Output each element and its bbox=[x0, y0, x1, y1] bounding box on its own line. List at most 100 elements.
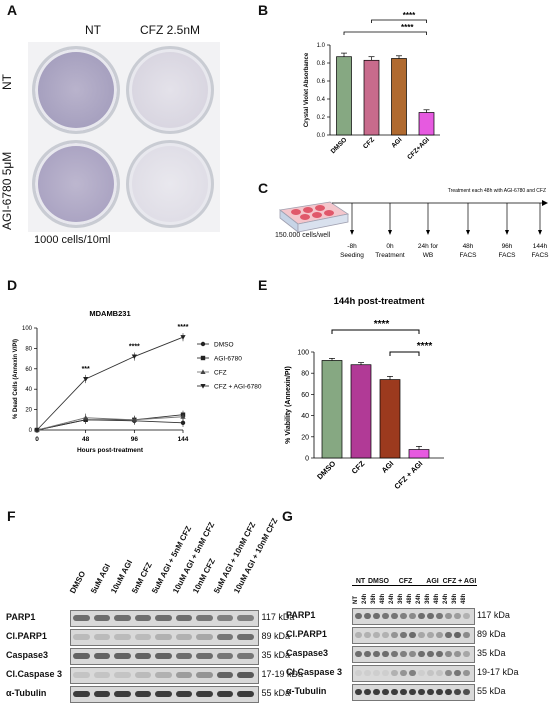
e-ytick-label: 60 bbox=[301, 392, 309, 399]
g-band bbox=[454, 651, 461, 657]
timeline-arrowhead bbox=[388, 230, 392, 235]
f-band bbox=[155, 615, 172, 621]
b-category-label: CFZ bbox=[362, 136, 376, 150]
g-blot-label: Cl.PARP1 bbox=[286, 629, 327, 639]
f-band bbox=[216, 634, 233, 640]
timepoint-time: 144h bbox=[533, 243, 548, 250]
f-band bbox=[93, 653, 110, 659]
g-lane-label: 24h bbox=[443, 593, 449, 604]
g-blot-strip bbox=[352, 646, 475, 663]
b-sig-bracket bbox=[343, 31, 427, 35]
timeline-arrowhead bbox=[350, 230, 354, 235]
d-ytick-label: 60 bbox=[25, 367, 32, 373]
d-point bbox=[83, 415, 89, 420]
f-band bbox=[175, 691, 192, 697]
g-band bbox=[436, 613, 443, 619]
g-lane-label: 24h bbox=[362, 593, 368, 604]
g-band bbox=[427, 689, 434, 695]
g-band bbox=[427, 651, 434, 657]
b-bar bbox=[336, 56, 352, 136]
f-blot-strip bbox=[70, 610, 259, 627]
e-bar bbox=[379, 379, 401, 459]
timepoint-label: FACS bbox=[460, 252, 478, 259]
e-sig-label: **** bbox=[374, 319, 390, 330]
b-category-label: DMSO bbox=[330, 136, 349, 155]
e-title: 144h post-treatment bbox=[334, 296, 426, 307]
f-kda-label: 35 kDa bbox=[261, 650, 291, 660]
d-title: MDAMB231 bbox=[89, 309, 130, 318]
b-ytick-label: 0.6 bbox=[317, 79, 326, 85]
e-category-label: CFZ + AGI bbox=[392, 459, 424, 491]
d-series-line bbox=[36, 414, 184, 431]
g-lane-label: 24h bbox=[416, 593, 422, 604]
d-sig-label: *** bbox=[82, 366, 90, 373]
f-band bbox=[175, 653, 192, 659]
g-lane-label: 36h bbox=[371, 593, 377, 604]
d-point bbox=[180, 335, 186, 340]
g-kda-label: 35 kDa bbox=[477, 648, 506, 658]
g-group-label: DMSO bbox=[361, 578, 396, 586]
f-band bbox=[196, 691, 213, 697]
timeline-arrowhead bbox=[538, 230, 542, 235]
d-point bbox=[83, 377, 89, 382]
g-band bbox=[382, 689, 389, 695]
timeline-arrowhead bbox=[426, 230, 430, 235]
d-legend-label: DMSO bbox=[214, 342, 234, 349]
d-point bbox=[131, 354, 137, 360]
d-legend-label: AGI-6780 bbox=[214, 356, 242, 363]
g-band bbox=[418, 613, 425, 619]
dish-nt-nt bbox=[32, 46, 120, 134]
g-band bbox=[391, 651, 398, 657]
panel-a-row-label-nt: NT bbox=[0, 74, 14, 90]
g-band bbox=[427, 632, 434, 638]
f-band bbox=[237, 634, 254, 640]
g-band bbox=[454, 613, 461, 619]
d-sig-label: **** bbox=[178, 324, 189, 331]
g-lane-label: 48h bbox=[407, 593, 413, 604]
e-ytick-label: 0 bbox=[305, 456, 309, 463]
g-kda-label: 55 kDa bbox=[477, 686, 506, 696]
f-kda-label: 117 kDa bbox=[261, 612, 295, 622]
panel-a-col-label-cfz: CFZ 2.5nM bbox=[140, 23, 201, 37]
timepoint-time: -8h bbox=[347, 243, 357, 250]
f-band bbox=[73, 653, 90, 659]
g-blot-strip bbox=[352, 608, 475, 625]
f-band bbox=[216, 615, 233, 621]
panel-f-letter: F bbox=[7, 508, 16, 524]
timepoint-time: 96h bbox=[502, 243, 513, 250]
panel-a-caption: 1000 cells/10ml bbox=[34, 234, 111, 246]
f-band bbox=[155, 634, 172, 640]
g-band bbox=[409, 613, 416, 619]
f-band bbox=[73, 634, 90, 640]
f-band bbox=[237, 653, 254, 659]
timepoint-label: FACS bbox=[532, 252, 550, 259]
g-band bbox=[445, 613, 452, 619]
treatment-note: Treatment each 48h with AGI-6780 and CFZ bbox=[448, 188, 546, 194]
timeline-arrowhead bbox=[505, 230, 509, 235]
g-group-label: AGI bbox=[415, 578, 450, 586]
f-blot-label: Cl.Caspase 3 bbox=[6, 669, 63, 679]
f-band bbox=[114, 653, 131, 659]
g-band bbox=[364, 689, 371, 695]
cells-per-well: 150.000 cells/well bbox=[275, 232, 331, 239]
timepoint-label: Treatment bbox=[375, 252, 405, 259]
e-sig-label: **** bbox=[417, 341, 433, 352]
g-band bbox=[463, 613, 470, 619]
g-band bbox=[355, 651, 362, 657]
g-band bbox=[436, 651, 443, 657]
panel-a-row-label-agi: AGI-6780 5μM bbox=[0, 151, 14, 230]
g-band bbox=[364, 613, 371, 619]
g-band bbox=[391, 613, 398, 619]
f-band bbox=[175, 672, 192, 678]
f-band bbox=[216, 691, 233, 697]
g-band bbox=[436, 632, 443, 638]
d-series-line bbox=[36, 336, 184, 431]
f-kda-label: 55 kDa bbox=[261, 688, 291, 698]
d-point bbox=[200, 384, 206, 389]
f-band bbox=[196, 672, 213, 678]
g-lane-label: 24h bbox=[389, 593, 395, 604]
e-bar bbox=[408, 449, 430, 459]
g-band bbox=[454, 689, 461, 695]
f-band bbox=[93, 691, 110, 697]
f-band bbox=[114, 615, 131, 621]
